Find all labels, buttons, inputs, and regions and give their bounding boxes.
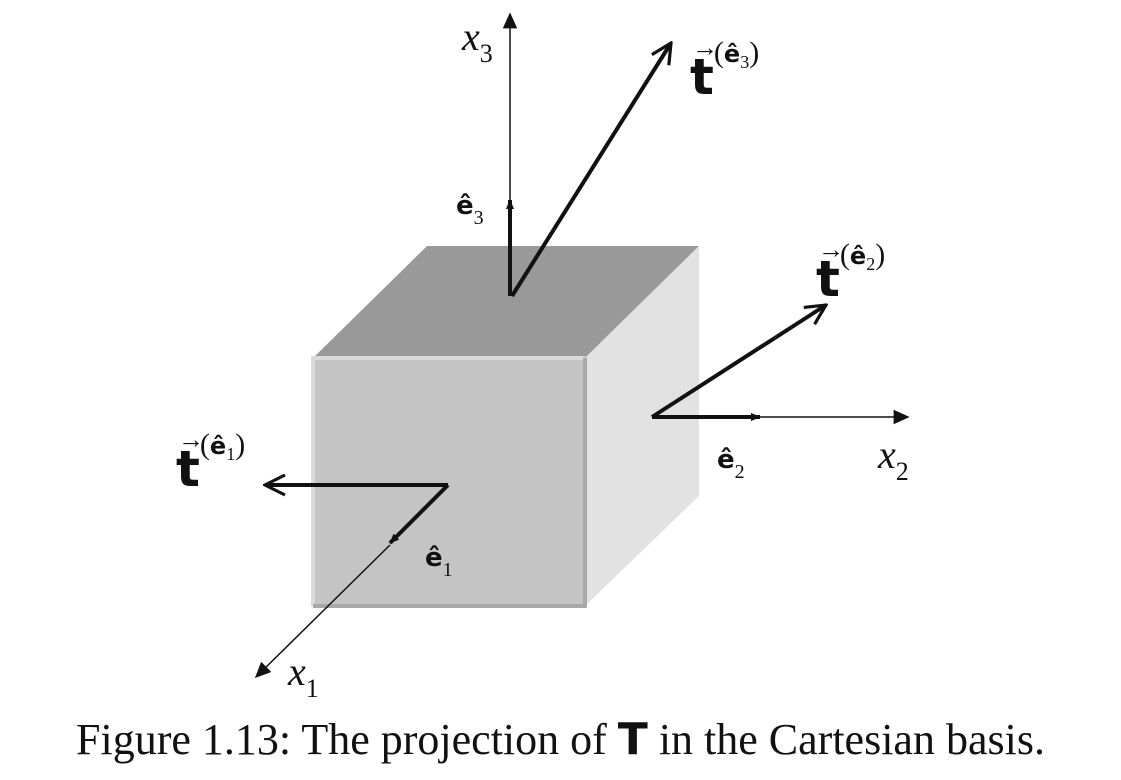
x3-axis-label: x3 [461,14,493,68]
figure-caption: Figure 1.13: The projection of T in the … [0,714,1121,765]
cube-side-face [585,246,699,606]
x2-axis-label: x2 [877,432,909,486]
t-e2-vector-arrow: → [818,235,844,264]
t-e2-traction-label: t(ê2) [816,238,885,308]
caption-suffix: in the Cartesian basis. [658,715,1045,764]
t-e2-traction-arrow [650,305,826,419]
x1-axis-line [254,544,391,679]
t-e1-vector-arrow: → [178,425,204,454]
t-e3-traction-label: t(ê3) [690,36,759,106]
cube-top-face [313,246,699,358]
cube-front-edge-highlight [311,356,585,606]
t-e3-traction-arrow [510,43,671,298]
caption-prefix: Figure 1.13: The projection of [76,715,607,764]
x1-axis-label: x1 [287,649,319,700]
e1-basis-label: ê1 [425,543,453,581]
t-e1-traction-label: t(ê1) [176,428,245,498]
t-e3-vector-arrow: → [692,33,718,62]
e3-basis-label: ê3 [456,191,484,229]
e1-basis-arrow [388,483,450,545]
cube-front-face [313,358,585,606]
cartesian-basis-diagram: x3 ê3 t(ê3) → x2 ê2 t(ê2) → x1 ê1 t(ê1) … [176,12,910,700]
cube-front-edge-shadow [313,358,587,608]
e2-basis-label: ê2 [717,445,745,483]
caption-tensor-symbol: T [617,714,648,765]
